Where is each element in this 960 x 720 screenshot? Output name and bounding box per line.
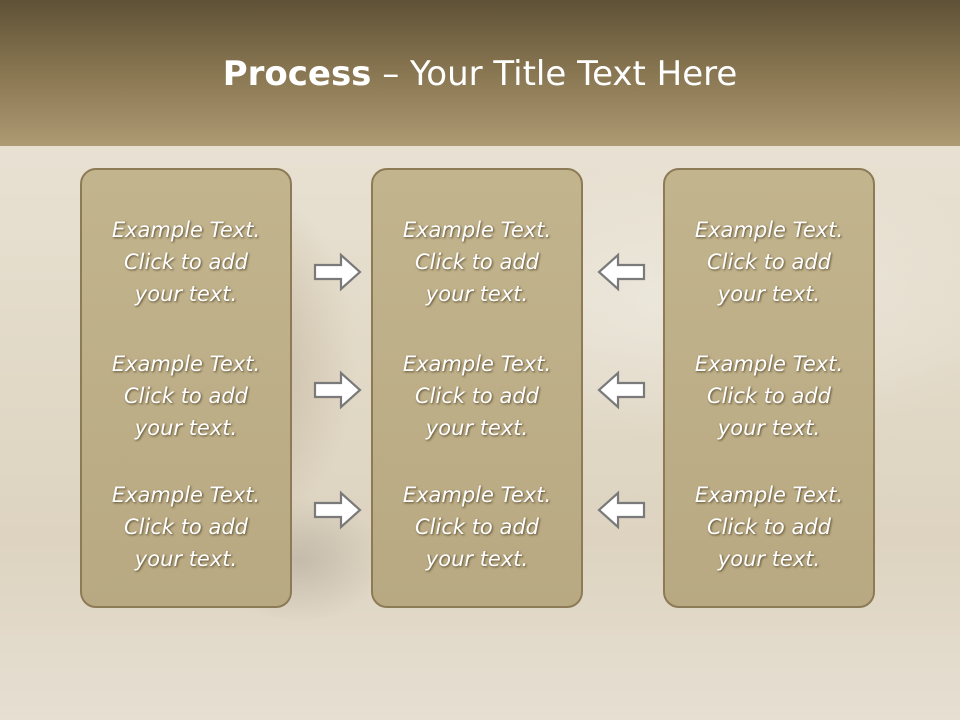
text-line: Example Text.: [111, 483, 261, 507]
text-line: Example Text.: [402, 483, 552, 507]
title-rest: – Your Title Text Here: [371, 54, 738, 94]
text-placeholder[interactable]: Example Text. Click to add your text.: [82, 348, 290, 444]
text-placeholder[interactable]: Example Text. Click to add your text.: [665, 214, 873, 310]
text-line: Example Text.: [694, 483, 844, 507]
text-line: your text.: [425, 416, 529, 440]
right-arrow-icon: [313, 370, 362, 410]
process-box-center[interactable]: Example Text. Click to add your text. Ex…: [371, 168, 583, 608]
text-line: Click to add: [706, 515, 831, 539]
text-line: Click to add: [414, 515, 539, 539]
text-line: Example Text.: [111, 352, 261, 376]
text-placeholder[interactable]: Example Text. Click to add your text.: [373, 214, 581, 310]
text-line: Click to add: [123, 250, 248, 274]
title-bold: Process: [222, 54, 372, 94]
text-line: Click to add: [706, 384, 831, 408]
text-line: your text.: [134, 282, 238, 306]
text-line: Example Text.: [402, 352, 552, 376]
text-line: your text.: [425, 547, 529, 571]
slide-title[interactable]: Process – Your Title Text Here: [0, 52, 960, 96]
text-line: Click to add: [414, 250, 539, 274]
left-arrow-icon: [597, 252, 646, 292]
process-box-left[interactable]: Example Text. Click to add your text. Ex…: [80, 168, 292, 608]
text-line: Example Text.: [694, 352, 844, 376]
text-placeholder[interactable]: Example Text. Click to add your text.: [373, 479, 581, 575]
text-placeholder[interactable]: Example Text. Click to add your text.: [82, 214, 290, 310]
text-line: your text.: [717, 282, 821, 306]
text-line: Click to add: [706, 250, 831, 274]
title-bar: Process – Your Title Text Here: [0, 0, 960, 146]
right-arrow-icon: [313, 252, 362, 292]
left-arrow-icon: [597, 370, 646, 410]
text-line: Click to add: [414, 384, 539, 408]
text-placeholder[interactable]: Example Text. Click to add your text.: [82, 479, 290, 575]
text-line: your text.: [425, 282, 529, 306]
text-line: your text.: [717, 416, 821, 440]
process-box-right[interactable]: Example Text. Click to add your text. Ex…: [663, 168, 875, 608]
text-line: your text.: [717, 547, 821, 571]
text-line: Example Text.: [694, 218, 844, 242]
text-line: Example Text.: [402, 218, 552, 242]
text-placeholder[interactable]: Example Text. Click to add your text.: [665, 348, 873, 444]
text-line: your text.: [134, 547, 238, 571]
text-placeholder[interactable]: Example Text. Click to add your text.: [665, 479, 873, 575]
left-arrow-icon: [597, 490, 646, 530]
right-arrow-icon: [313, 490, 362, 530]
text-line: Click to add: [123, 384, 248, 408]
text-line: Click to add: [123, 515, 248, 539]
text-line: your text.: [134, 416, 238, 440]
text-placeholder[interactable]: Example Text. Click to add your text.: [373, 348, 581, 444]
text-line: Example Text.: [111, 218, 261, 242]
